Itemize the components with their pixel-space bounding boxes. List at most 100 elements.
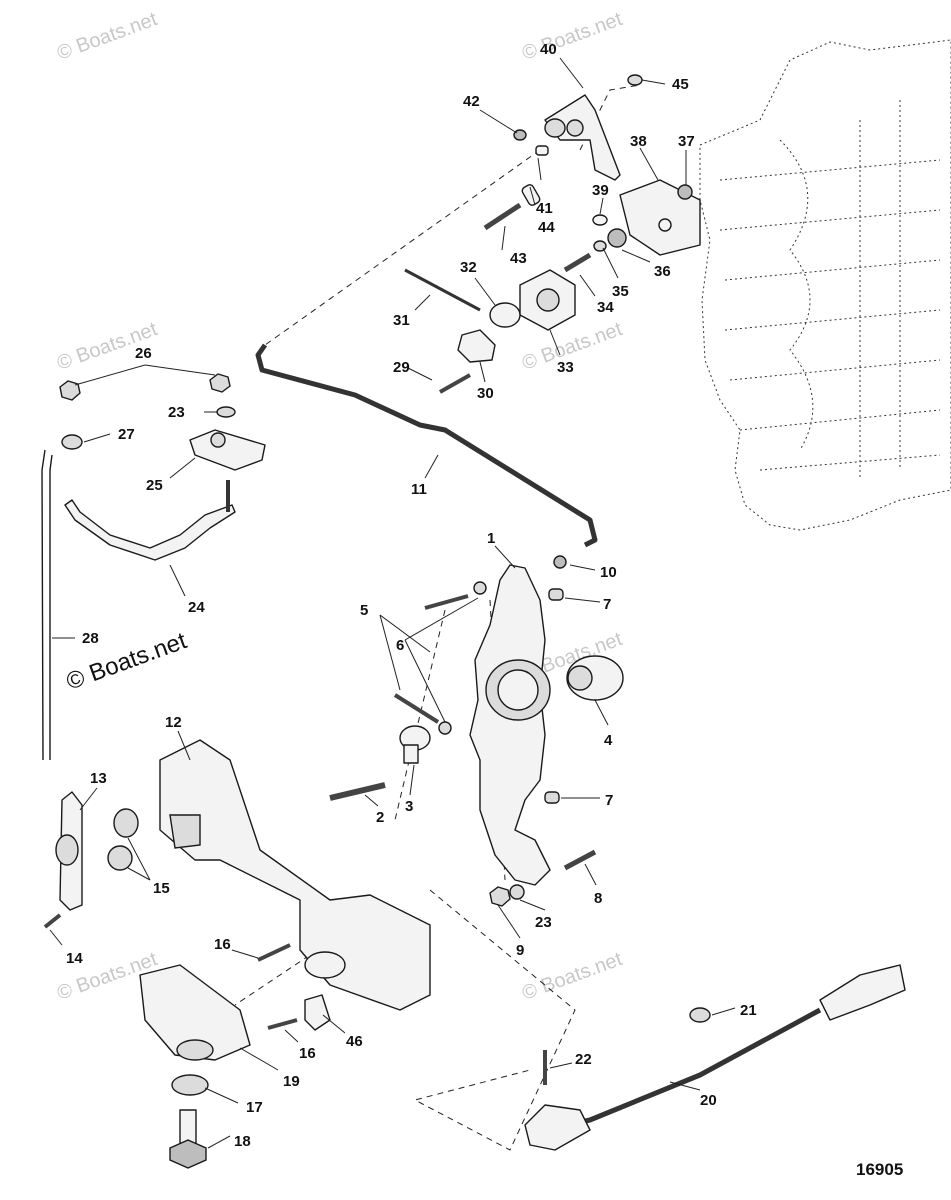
callout-14: 14 [66, 950, 83, 967]
bushing-7b [544, 791, 560, 804]
callout-16: 16 [214, 936, 231, 953]
callout-33: 33 [557, 359, 574, 376]
callout-22: 22 [575, 1051, 592, 1068]
callout-6: 6 [396, 637, 404, 654]
bolt-29 [439, 373, 471, 394]
callout-37: 37 [678, 133, 695, 150]
callout-18: 18 [234, 1133, 251, 1150]
callout-23: 23 [168, 404, 185, 421]
plate-38 [619, 179, 701, 256]
screw-42 [513, 129, 527, 141]
harness-20 [544, 1007, 822, 1133]
bushing-27 [61, 434, 83, 450]
bushing-15 [113, 808, 139, 838]
screw-16b [267, 1018, 298, 1030]
screw-14 [43, 913, 62, 929]
nut-9 [489, 886, 511, 907]
callout-2: 2 [376, 809, 384, 826]
rod-28 [41, 449, 53, 761]
callout-41: 41 [536, 200, 553, 217]
clamp-32 [489, 302, 521, 328]
screw-34 [563, 252, 592, 273]
callout-1: 1 [487, 530, 495, 547]
nut-6b [438, 721, 452, 735]
callout-25: 25 [146, 477, 163, 494]
callout-27: 27 [118, 426, 135, 443]
gear-36 [607, 228, 627, 248]
block-25 [189, 429, 266, 471]
callout-26: 26 [135, 345, 152, 362]
callout-5: 5 [360, 602, 368, 619]
bolt-43 [483, 202, 522, 231]
mount-19 [139, 964, 251, 1061]
callout-43: 43 [510, 250, 527, 267]
washer-23b [509, 884, 525, 900]
clip-39 [592, 214, 608, 226]
bracket-30 [457, 329, 496, 363]
bolt-8 [563, 849, 597, 871]
callout-28: 28 [82, 630, 99, 647]
callout-38: 38 [630, 133, 647, 150]
callout-4: 4 [604, 732, 613, 749]
bolt-2 [329, 782, 386, 801]
callout-35: 35 [612, 283, 629, 300]
callout-7b: 7 [605, 792, 613, 809]
watermark: © Boats.net [54, 8, 160, 65]
rod-11 [255, 343, 598, 548]
callout-44: 44 [538, 219, 555, 236]
callout-17: 17 [246, 1099, 263, 1116]
callout-19: 19 [283, 1073, 300, 1090]
callout-13: 13 [90, 770, 107, 787]
washer-45 [627, 74, 643, 86]
bushing-15b [107, 845, 133, 871]
callout-32: 32 [460, 259, 477, 276]
watermark: © Boats.net [519, 948, 625, 1005]
watermark: © Boats.net [519, 8, 625, 65]
screw-5a [424, 594, 469, 610]
arm-1 [469, 564, 551, 886]
lever-24 [64, 499, 236, 561]
callout-34: 34 [597, 299, 614, 316]
bushing-7 [548, 588, 564, 601]
callout-42: 42 [463, 93, 480, 110]
nut-26b [209, 373, 231, 393]
callout-31: 31 [393, 312, 410, 329]
assembly-lines [234, 84, 641, 1151]
pin-41 [535, 145, 549, 156]
callout-9: 9 [516, 942, 524, 959]
parts [41, 74, 906, 1169]
bracket-12 [159, 739, 431, 1011]
callout-15: 15 [153, 880, 170, 897]
callout-12: 12 [165, 714, 182, 731]
callout-10: 10 [600, 564, 617, 581]
callout-3: 3 [405, 798, 413, 815]
callout-11: 11 [411, 481, 427, 498]
fastener-37 [677, 184, 693, 200]
callout-30: 30 [477, 385, 494, 402]
callout-16b: 16 [299, 1045, 316, 1062]
clamp-46 [304, 994, 331, 1031]
callout-8: 8 [594, 890, 602, 907]
callout-24: 24 [188, 599, 205, 616]
engine-block [699, 39, 951, 531]
callouts: 40 45 42 38 37 39 41 44 43 36 32 35 34 3… [66, 41, 903, 1179]
callout-46: 46 [346, 1033, 363, 1050]
callout-20: 20 [700, 1092, 717, 1109]
callout-36: 36 [654, 263, 671, 280]
callout-23b: 23 [535, 914, 552, 931]
nut-6 [473, 581, 487, 595]
clip-21 [689, 1007, 711, 1023]
screw-5b [393, 693, 440, 724]
washer-17 [171, 1074, 209, 1096]
screw-16 [257, 943, 291, 962]
washer-23 [216, 406, 236, 418]
callout-21: 21 [740, 1002, 757, 1019]
reference-number: 16905 [856, 1160, 903, 1179]
callout-7: 7 [603, 596, 611, 613]
nut-26 [59, 380, 81, 401]
callout-40: 40 [540, 41, 557, 58]
sleeve-44 [521, 184, 541, 206]
fastener-10 [553, 555, 567, 569]
callout-39: 39 [592, 182, 609, 199]
